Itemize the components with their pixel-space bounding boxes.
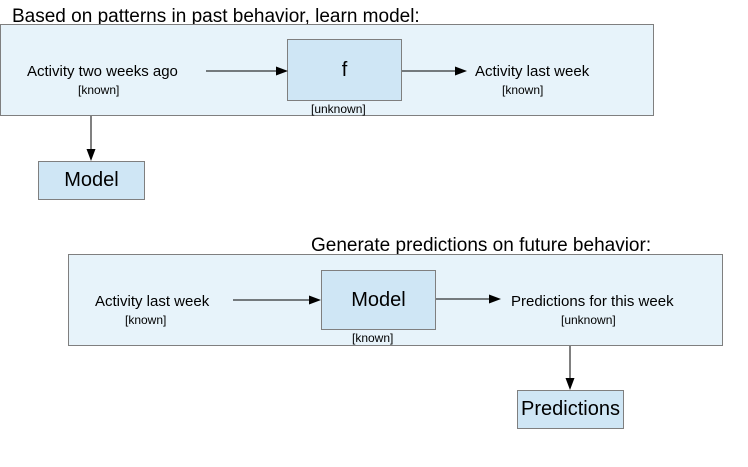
training-output-tag: [known] (502, 83, 544, 97)
prediction-model-tag: [known] (352, 331, 394, 345)
model-label: Model (64, 169, 119, 191)
function-tag: [unknown] (311, 102, 366, 116)
model-box: Model (38, 161, 145, 200)
prediction-output-tag: [unknown] (561, 313, 616, 327)
training-title: Based on patterns in past behavior, lear… (12, 6, 420, 27)
arrowhead-f-to-output (455, 66, 467, 76)
prediction-model-label: Model (351, 288, 406, 311)
prediction-title: Generate predictions on future behavior: (311, 235, 652, 256)
arrowhead-input-to-model (309, 295, 321, 305)
training-input-tag: [known] (78, 83, 120, 97)
prediction-input-label: Activity last week (95, 293, 210, 310)
arrowhead-model-to-output (489, 294, 501, 304)
predictions-box: Predictions (517, 390, 624, 429)
function-label: f (341, 58, 348, 81)
training-input-label: Activity two weeks ago (27, 63, 178, 80)
function-box: f (287, 39, 402, 101)
prediction-output-label: Predictions for this week (511, 293, 674, 310)
training-output-label: Activity last week (475, 63, 590, 80)
arrowhead-panel-to-predictions (565, 378, 575, 390)
arrowhead-input-to-f (276, 66, 288, 76)
prediction-model-box: Model (321, 270, 436, 330)
arrowhead-panel-to-model (86, 149, 96, 161)
predictions-label: Predictions (521, 398, 620, 420)
prediction-input-tag: [known] (125, 313, 167, 327)
